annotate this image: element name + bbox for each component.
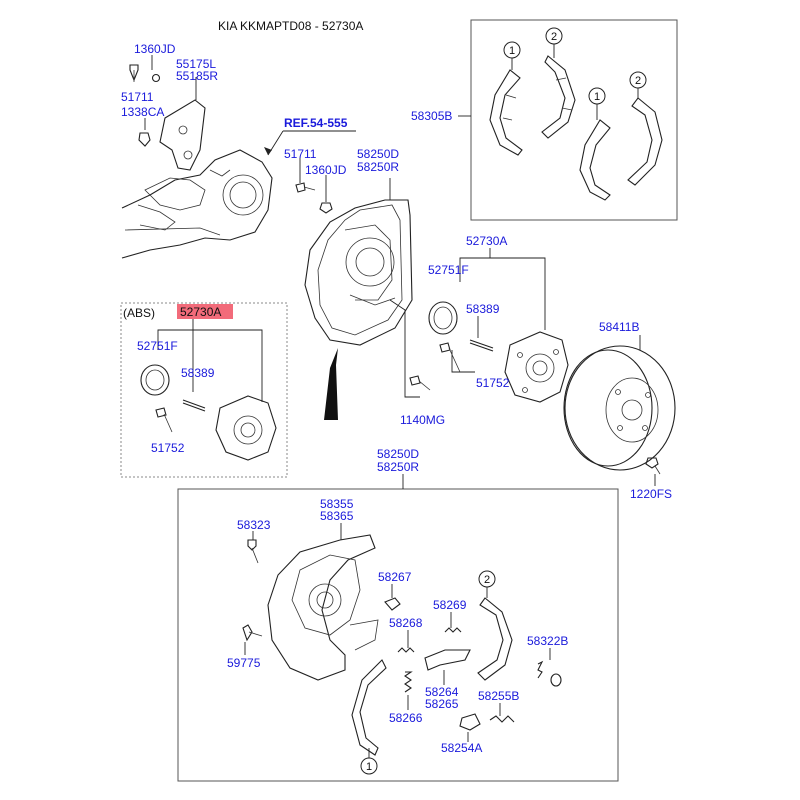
label-52751f-main: 52751F	[428, 263, 469, 277]
label-51711-top: 51711	[121, 90, 154, 104]
spring-58268	[397, 647, 415, 653]
label-58265: 58265	[425, 697, 459, 711]
knuckle-assembly	[121, 149, 273, 259]
label-58323: 58323	[237, 518, 271, 532]
shoe-kit-frame	[470, 19, 678, 221]
backing-plate-bracket	[324, 348, 338, 420]
diagram-title: KIA KKMAPTD08 - 52730A	[218, 19, 363, 33]
spring-58269	[444, 627, 462, 633]
bracket-55175l	[159, 99, 206, 171]
shoe-detail-2	[477, 597, 513, 681]
pin-58323	[247, 539, 259, 564]
nut-1338ca	[138, 132, 151, 147]
abs-seal	[182, 399, 206, 412]
label-58250d-top: 58250D	[357, 147, 399, 161]
label-52730a-abs: 52730A	[180, 305, 221, 319]
label-58355: 58355	[320, 497, 354, 511]
label-55185r: 55185R	[176, 69, 218, 83]
label-58365: 58365	[320, 509, 354, 523]
bolt-51711-mid	[295, 182, 316, 193]
label-52730a-main: 52730A	[466, 234, 507, 248]
drum-brake-detail-frame	[177, 488, 619, 782]
label-58411b: 58411B	[599, 320, 639, 334]
label-1360jd-mid: 1360JD	[305, 163, 347, 177]
clip-59775	[242, 624, 263, 642]
abs-wheel-hub	[215, 395, 277, 461]
wheel-hub-52730a	[504, 331, 569, 403]
bolt-1360jd-top	[129, 64, 139, 82]
shoe-1-lower	[579, 119, 611, 201]
shoe-2-lower	[627, 97, 663, 186]
bolt-51752	[439, 342, 461, 373]
label-59775: 59775	[227, 656, 261, 670]
label-1338ca: 1338CA	[121, 105, 164, 119]
label-51711-mid: 51711	[284, 147, 317, 161]
label-51752-main: 51752	[476, 376, 510, 390]
brake-drum-58411b	[563, 345, 676, 471]
label-58268: 58268	[389, 616, 423, 630]
screw-1220fs	[645, 457, 661, 475]
nut-1360jd-mid	[319, 202, 333, 214]
label-1360jd-top: 1360JD	[134, 42, 176, 56]
callout-1-c-num: 1	[366, 761, 372, 773]
shoe-detail-1	[351, 659, 387, 756]
abs-bolt	[155, 407, 173, 433]
label-58305b: 58305B	[411, 109, 452, 123]
label-52751f-abs: 52751F	[137, 339, 178, 353]
bolt-1140mg	[409, 375, 431, 391]
abs-part-highlight	[177, 304, 233, 319]
shoe-1-upper	[489, 69, 523, 156]
washer-55175	[151, 73, 161, 83]
adjuster-58267	[384, 597, 401, 611]
label-abs: (ABS)	[123, 306, 155, 320]
label-58250d-bottom: 58250D	[377, 447, 419, 461]
seal-58389	[469, 339, 494, 352]
label-58264: 58264	[425, 685, 459, 699]
ref-label: REF.54-555	[284, 116, 348, 130]
adjuster-58254a	[459, 713, 481, 731]
label-58254a: 58254A	[441, 741, 482, 755]
spring-58266	[404, 671, 413, 693]
hub-cap-52751f	[428, 301, 458, 335]
backing-plate-58250	[304, 199, 413, 346]
label-58266: 58266	[389, 711, 423, 725]
label-58389-main: 58389	[466, 302, 500, 316]
label-58269: 58269	[433, 598, 467, 612]
callout-2-a-num: 2	[551, 31, 557, 43]
label-58250r-top: 58250R	[357, 160, 399, 174]
callout-1-a-num: 1	[509, 45, 515, 57]
callout-1-b-num: 1	[594, 91, 600, 103]
label-58255b: 58255B	[478, 689, 519, 703]
label-58267: 58267	[378, 570, 412, 584]
backing-plate-detail	[267, 534, 379, 681]
label-51752-abs: 51752	[151, 441, 185, 455]
spring-58255b	[489, 715, 515, 723]
lever-58264	[424, 649, 471, 671]
abs-frame	[120, 302, 288, 478]
label-55175l: 55175L	[176, 57, 216, 71]
abs-hub-cap	[140, 364, 170, 396]
callout-2-c-num: 2	[484, 574, 490, 586]
callout-2-b-num: 2	[635, 75, 641, 87]
label-58389-abs: 58389	[181, 366, 215, 380]
label-58250r-bottom: 58250R	[377, 460, 419, 474]
label-58322b: 58322B	[527, 634, 568, 648]
label-1140mg: 1140MG	[400, 413, 445, 427]
spring-58322b	[537, 660, 562, 687]
label-1220fs: 1220FS	[630, 487, 672, 501]
shoe-2-upper	[541, 55, 576, 139]
